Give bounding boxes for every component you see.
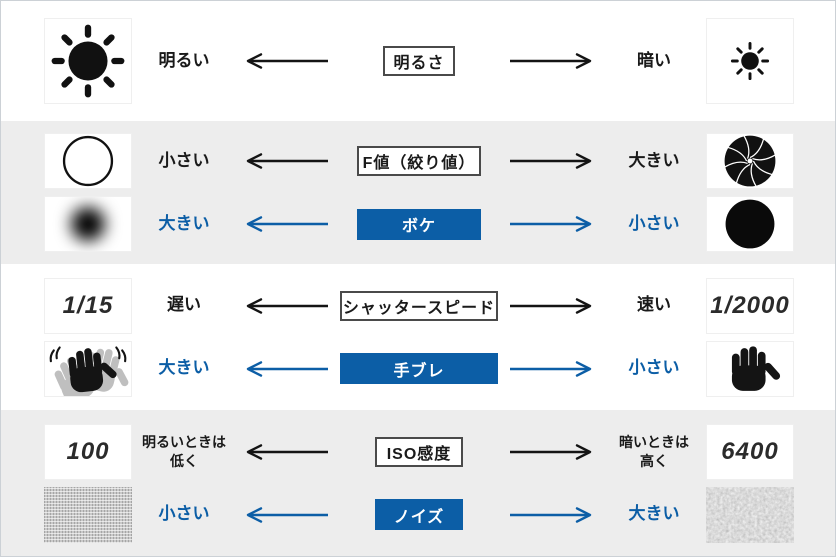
shutter-title-box: シャッタースピード (340, 290, 498, 321)
noise-right-label: 大きい (628, 504, 680, 524)
bokeh-title-box: ボケ (357, 208, 481, 240)
aperture-right-label: 大きい (628, 150, 680, 170)
arrow-left-icon (246, 216, 330, 232)
arrow-right-icon (508, 153, 592, 169)
arrow-right-icon (508, 360, 592, 377)
brightness-main-line: 明るい 明るさ 暗い (44, 18, 794, 104)
bokeh-left-label: 大きい (158, 213, 210, 233)
brightness-title-box: 明るさ (383, 46, 455, 76)
band-aperture: 小さい F値（絞り値） 大きい (1, 121, 835, 264)
band-brightness: 明るい 明るさ 暗い (1, 1, 835, 121)
blurred-circle-icon (44, 196, 132, 252)
solid-circle-icon (706, 196, 794, 252)
arrow-left-icon (246, 53, 330, 69)
arrow-right-icon (508, 297, 592, 314)
arrow-left-icon (246, 506, 330, 523)
arrow-right-icon (508, 443, 592, 460)
aperture-left-label: 小さい (158, 150, 210, 170)
hand-shake-icon (44, 340, 132, 397)
hand-icon (706, 340, 794, 397)
arrow-left-icon (246, 360, 330, 377)
shake-sub-line: 大きい 手ブレ 小さい (44, 340, 794, 397)
shutter-left-label: 遅い (167, 295, 201, 315)
shake-left-label: 大きい (158, 358, 210, 378)
sun-large-icon (44, 18, 132, 104)
arrow-right-icon (508, 53, 592, 69)
brightness-left-label: 明るい (158, 50, 210, 70)
arrow-left-icon (246, 153, 330, 169)
band-shutter: 1/15 遅い シャッタースピード 速い 1/2000 (1, 264, 835, 410)
circle-outline-icon (44, 133, 132, 189)
arrow-left-icon (246, 443, 330, 460)
shutter-right-label: 速い (637, 295, 671, 315)
iso-main-line: 100 明るいときは 低く ISO感度 暗いときは 高く 6400 (44, 423, 794, 480)
aperture-main-line: 小さい F値（絞り値） 大きい (44, 133, 794, 189)
bokeh-right-label: 小さい (628, 213, 680, 233)
iso-right-label: 暗いときは 高く (619, 433, 689, 469)
noise-title-box: ノイズ (375, 499, 463, 530)
band-iso: 100 明るいときは 低く ISO感度 暗いときは 高く 6400 (1, 410, 835, 556)
arrow-left-icon (246, 297, 330, 314)
iso-low-value: 100 (44, 423, 132, 480)
sun-small-icon (706, 18, 794, 104)
grain-fine-icon (44, 486, 132, 543)
aperture-title-box: F値（絞り値） (357, 146, 481, 176)
shutter-main-line: 1/15 遅い シャッタースピード 速い 1/2000 (44, 277, 794, 334)
shake-title-box: 手ブレ (340, 353, 498, 384)
iso-title-box: ISO感度 (375, 436, 463, 467)
shake-right-label: 小さい (628, 358, 680, 378)
iso-high-value: 6400 (706, 423, 794, 480)
brightness-right-label: 暗い (637, 50, 671, 70)
shutter-slow-value: 1/15 (44, 277, 132, 334)
aperture-blades-icon (706, 133, 794, 189)
shutter-fast-value: 1/2000 (706, 277, 794, 334)
iso-left-label: 明るいときは 低く (142, 433, 226, 469)
arrow-right-icon (508, 216, 592, 232)
arrow-right-icon (508, 506, 592, 523)
noise-left-label: 小さい (158, 504, 210, 524)
noise-sub-line: 小さい ノイズ 大きい (44, 486, 794, 543)
bokeh-sub-line: 大きい ボケ 小さい (44, 196, 794, 252)
grain-coarse-icon (706, 486, 794, 543)
